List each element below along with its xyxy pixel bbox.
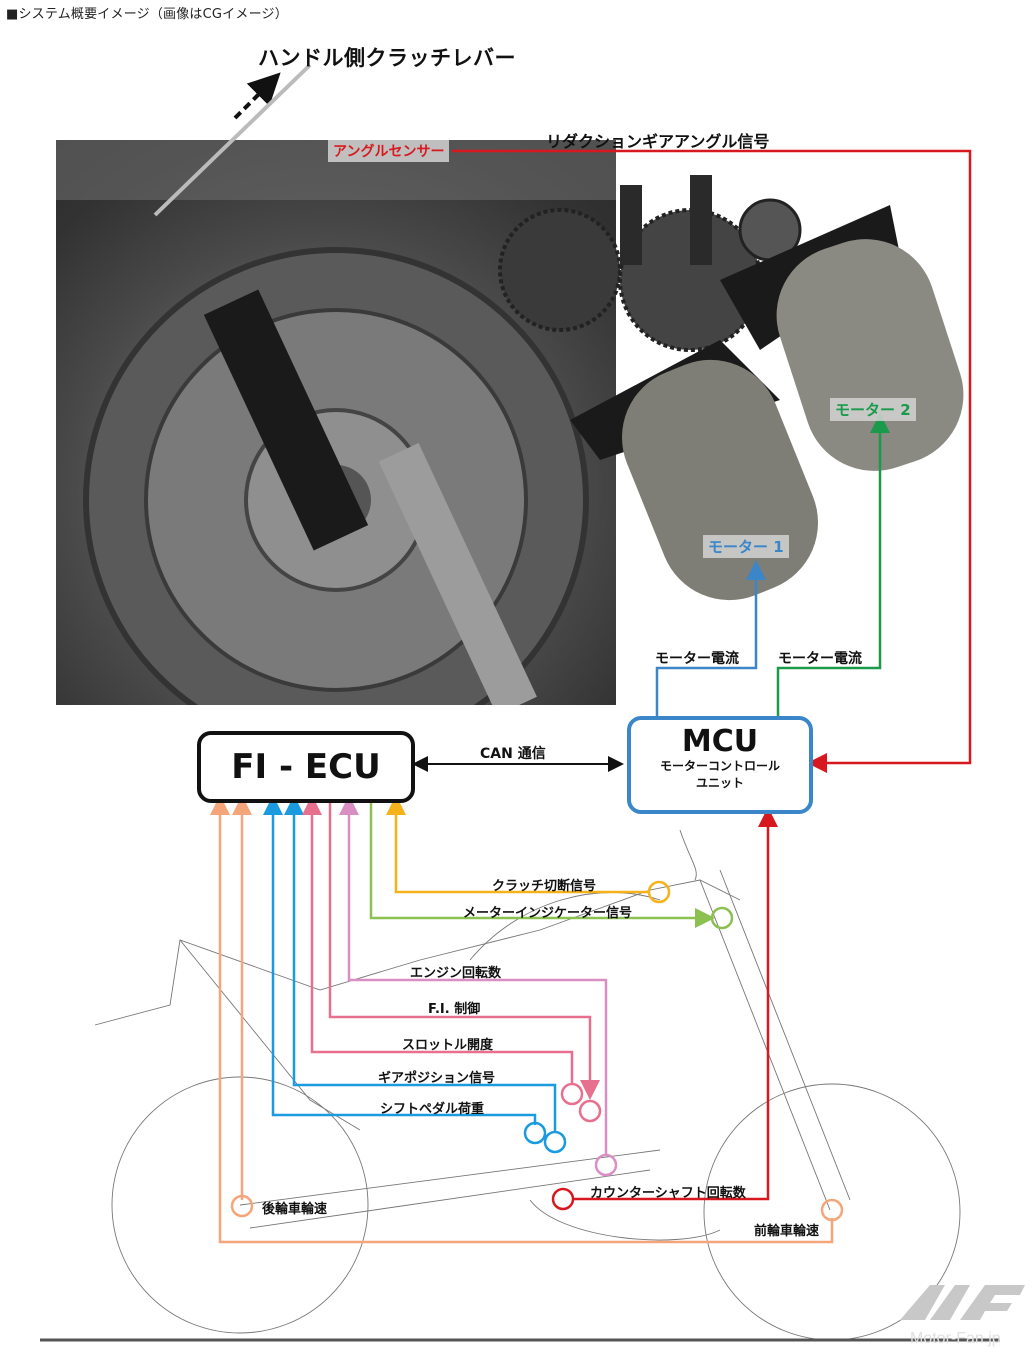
rear-wheel-speed-label: 後輪車輪速 bbox=[262, 1202, 328, 1217]
engine-rpm-line bbox=[339, 795, 608, 1155]
gear-position-line bbox=[284, 795, 557, 1133]
motor1-current-line bbox=[655, 560, 766, 716]
figure-caption: ■システム概要イメージ（画像はCGイメージ） bbox=[6, 7, 288, 22]
meter-indicator-label: メーターインジケーター信号 bbox=[463, 906, 633, 921]
countershaft-rpm-sensor bbox=[551, 1187, 575, 1211]
mcu-title: MCU bbox=[681, 724, 759, 759]
front-wheel-speed-line bbox=[210, 795, 834, 1244]
front-wheel-speed-label: 前輪車輪速 bbox=[754, 1224, 820, 1239]
motorcycle-outline bbox=[40, 829, 1000, 1342]
shift-pedal-load-sensor bbox=[523, 1121, 547, 1145]
reduction-gear-signal-label: リダクションギアアングル信号 bbox=[546, 132, 770, 151]
clutch-cut-line bbox=[386, 795, 649, 894]
motor2-label: モーター 2 bbox=[830, 398, 916, 421]
angle-sensor-label: アングルセンサー bbox=[328, 140, 450, 162]
clutch-cable bbox=[153, 63, 312, 217]
meter-indicator-target bbox=[710, 906, 734, 930]
reduction-gear-angle-signal-line bbox=[452, 149, 972, 773]
gear-position-sensor bbox=[543, 1130, 567, 1154]
motor1-label: モーター 1 bbox=[703, 535, 789, 558]
mf-logo-icon: Motor-Fan.jp bbox=[900, 1285, 1025, 1347]
motor-2-body bbox=[720, 205, 964, 471]
motor-fan-logo: Motor-Fan.jp bbox=[890, 1275, 1030, 1354]
motor2-current-label: モーター電流 bbox=[778, 651, 862, 667]
throttle-opening-label: スロットル開度 bbox=[402, 1038, 494, 1053]
mcu-block: MCU モーターコントロール ユニット bbox=[627, 716, 813, 814]
motor1-current-label: モーター電流 bbox=[655, 651, 739, 667]
shift-pedal-load-label: シフトペダル荷重 bbox=[380, 1102, 485, 1117]
rear-wheel-speed-sensor bbox=[230, 1194, 254, 1218]
fi-ecu-block: FI - ECU bbox=[197, 731, 415, 803]
shift-pedal-load-line bbox=[263, 795, 537, 1125]
meter-indicator-line bbox=[369, 800, 715, 928]
watermark-text: Motor-Fan.jp bbox=[910, 1330, 1001, 1347]
clutch-switch-sensor bbox=[647, 880, 671, 904]
fi-ecu-title: FI - ECU bbox=[231, 747, 381, 787]
clutch-lever-arrow bbox=[233, 72, 281, 120]
can-link-label: CAN 通信 bbox=[480, 746, 546, 762]
mcu-subtitle-2: ユニット bbox=[695, 776, 744, 790]
mcu-subtitle-1: モーターコントロール bbox=[659, 759, 780, 773]
engine-rpm-label: エンジン回転数 bbox=[410, 966, 502, 981]
countershaft-rpm-label: カウンターシャフト回転数 bbox=[590, 1186, 746, 1201]
clutch-cut-label: クラッチ切断信号 bbox=[492, 879, 597, 894]
motor2-current-line bbox=[776, 413, 890, 716]
fi-control-line bbox=[328, 800, 600, 1100]
throttle-opening-line bbox=[302, 795, 574, 1085]
throttle-opening-sensor bbox=[560, 1082, 584, 1106]
gear-position-label: ギアポジション信号 bbox=[378, 1071, 496, 1086]
front-wheel-speed-sensor bbox=[820, 1198, 844, 1222]
countershaft-rpm-line bbox=[574, 807, 778, 1201]
clutch-lever-label: ハンドル側クラッチレバー bbox=[258, 46, 516, 70]
fi-injector-target bbox=[578, 1099, 602, 1123]
reduction-gears bbox=[498, 175, 802, 352]
engine-rpm-sensor bbox=[594, 1153, 618, 1177]
fi-control-label: F.I. 制御 bbox=[428, 1002, 481, 1017]
